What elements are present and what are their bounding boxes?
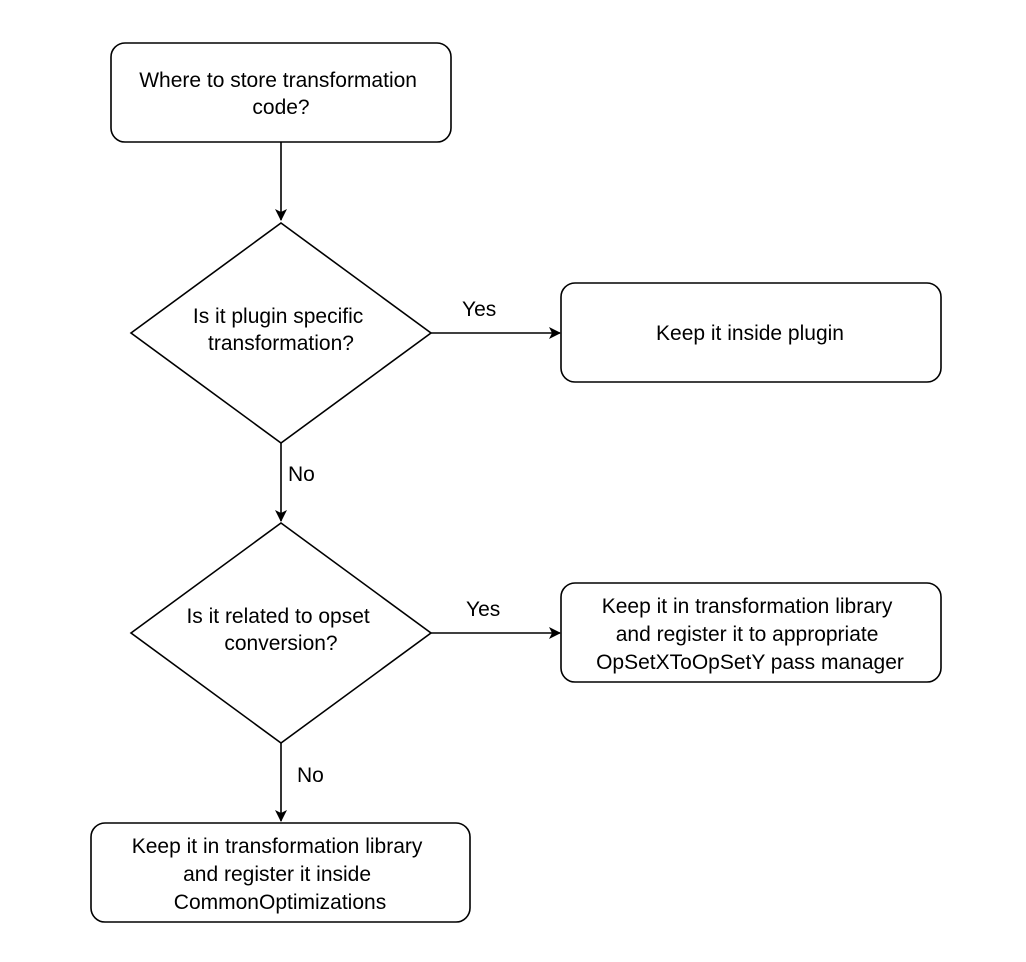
decision-plugin-line-1: Is it plugin specific bbox=[193, 305, 363, 328]
start-box-line-2: code? bbox=[252, 96, 309, 119]
keep-opset-pass-manager-box: Keep it in transformation library and re… bbox=[560, 582, 942, 683]
keep-inside-plugin-box: Keep it inside plugin bbox=[560, 282, 942, 383]
keep-opset-line-2: and register it to appropriate bbox=[616, 623, 879, 646]
svg-text:Keep it inside plugin: Keep it inside plugin bbox=[656, 322, 844, 345]
edge-label-opset-no: No bbox=[297, 764, 324, 787]
svg-text:Where to store transformation: Where to store transformation code? bbox=[139, 69, 423, 119]
edge-label-plugin-no: No bbox=[288, 463, 315, 486]
decision-plugin-line-2: transformation? bbox=[208, 332, 354, 355]
edge-label-opset-yes: Yes bbox=[466, 598, 500, 621]
svg-text:Keep it in transformation libr: Keep it in transformation library and re… bbox=[596, 595, 904, 674]
start-box: Where to store transformation code? bbox=[110, 42, 452, 143]
keep-opset-line-1: Keep it in transformation library bbox=[602, 595, 893, 618]
svg-text:Is it related to opset: Is it related to opset conversion? bbox=[186, 605, 375, 655]
svg-text:Keep it in transformation libr: Keep it in transformation library and re… bbox=[132, 835, 428, 914]
decision-opset-line-2: conversion? bbox=[224, 632, 337, 655]
start-box-line-1: Where to store transformation bbox=[139, 69, 417, 92]
keep-common-line-2: and register it inside bbox=[183, 863, 371, 886]
keep-common-line-3: CommonOptimizations bbox=[174, 891, 386, 914]
decision-plugin-specific: Is it plugin specific transformation? bbox=[129, 222, 433, 444]
edge-label-plugin-yes: Yes bbox=[462, 298, 496, 321]
keep-opset-line-3: OpSetXToOpSetY pass manager bbox=[596, 651, 904, 674]
decision-opset-line-1: Is it related to opset bbox=[186, 605, 369, 628]
decision-opset-conversion: Is it related to opset conversion? bbox=[129, 522, 433, 744]
keep-inside-plugin-line-1: Keep it inside plugin bbox=[656, 322, 844, 345]
svg-text:Is it plugin specific tr: Is it plugin specific transformation? bbox=[193, 305, 369, 355]
keep-common-line-1: Keep it in transformation library bbox=[132, 835, 423, 858]
keep-common-optimizations-box: Keep it in transformation library and re… bbox=[90, 822, 471, 923]
